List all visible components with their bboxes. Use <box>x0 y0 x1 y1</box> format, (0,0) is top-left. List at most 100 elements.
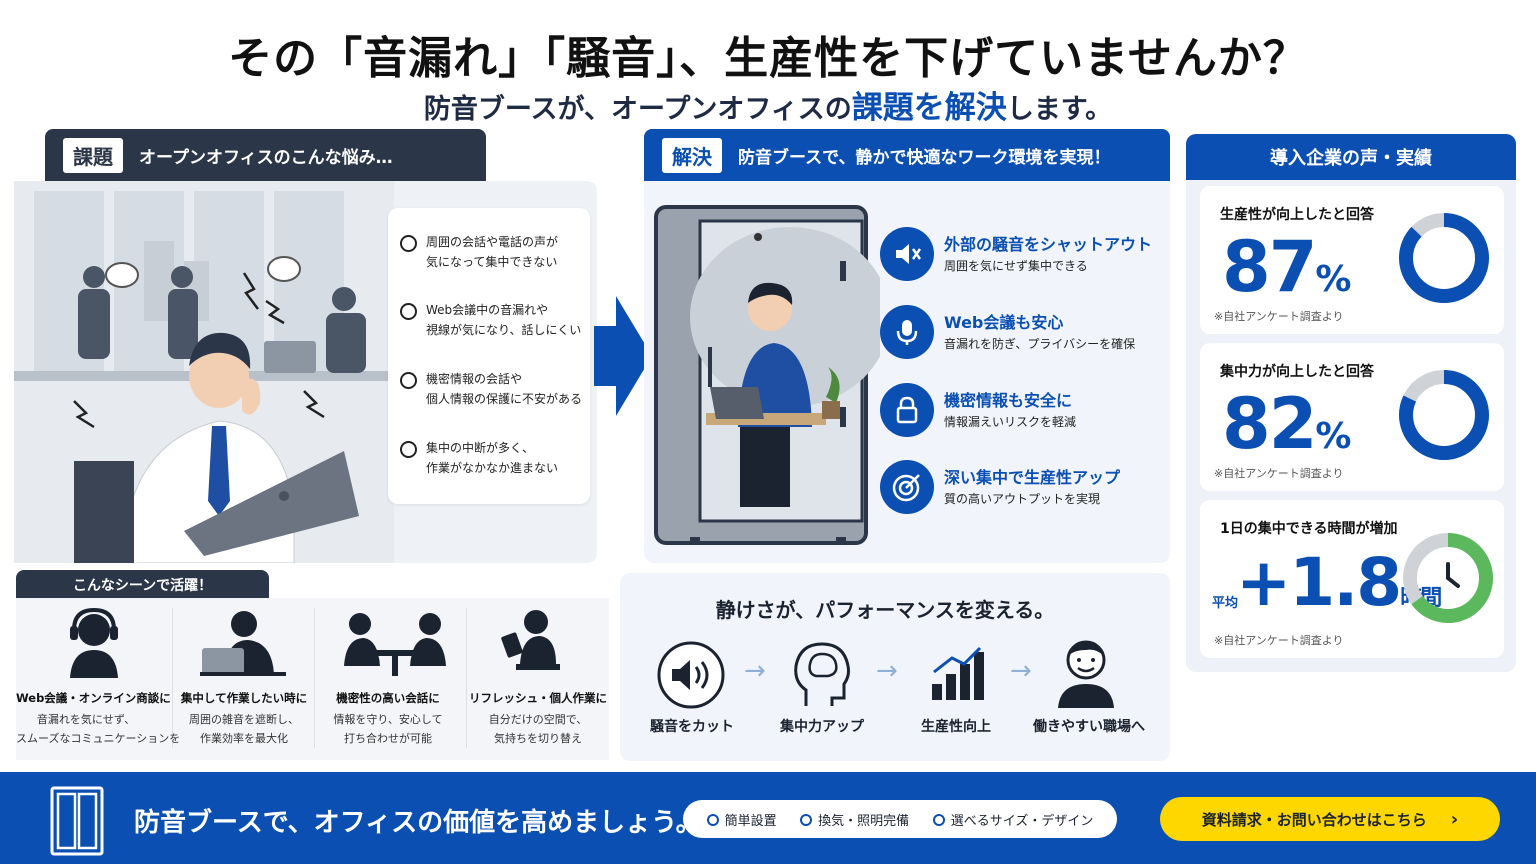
main-headline: その「音漏れ」「騒音」、生産性を下げていませんか？ <box>228 33 1308 84</box>
scene-desc: 周囲の雑音を遮断し、作業効率を最大化 <box>174 710 314 748</box>
issue-line: 気になって集中できない <box>426 255 558 269</box>
scene-desc-line: 周囲の雑音を遮断し、 <box>189 713 299 726</box>
scene-item: Web会議・オンライン商談に 音漏れを気にせず、スムーズなコミュニケーションを <box>16 690 180 748</box>
stat-number: 82 <box>1222 383 1317 465</box>
stat-note: ※自社アンケート調査より <box>1214 310 1344 323</box>
stat-value: 82% <box>1222 383 1352 465</box>
feature-item: 簡単設置 <box>706 810 777 829</box>
stat-prefix: 平均 <box>1212 596 1239 611</box>
scene-item: 機密性の高い会話に 情報を守り、安心して打ち合わせが可能 <box>318 690 458 748</box>
stat-label: 集中力が向上したと回答 <box>1220 364 1374 380</box>
flow-step-label: 騒音をカット <box>650 719 734 735</box>
stat-value: 87% <box>1222 226 1352 308</box>
clock-ring <box>1403 533 1493 623</box>
sub-headline-highlight: 課題を解決 <box>851 90 1007 126</box>
circle-bullet-icon <box>400 303 417 320</box>
soundproof-booth-illustration <box>654 205 880 545</box>
solution-item-title: 深い集中で生産性アップ <box>944 468 1121 487</box>
feature-label: 選べるサイズ・デザイン <box>950 813 1094 829</box>
sub-headline-prefix: 防音ブースが、オープンオフィスの <box>423 94 852 125</box>
stat-number: 87 <box>1222 226 1317 308</box>
feature-label: 簡単設置 <box>724 813 777 829</box>
circle-bullet-icon <box>400 372 417 389</box>
stat-value: +1.8時間 <box>1236 544 1442 621</box>
issue-line: 集中の中断が多く、 <box>426 441 535 455</box>
flow-step-label: 集中力アップ <box>780 719 864 735</box>
flow-arrow-icon: → <box>876 656 898 686</box>
feature-label: 換気・照明完備 <box>818 813 910 829</box>
footer-title: 防音ブースで、オフィスの価値を高めましょう。 <box>134 808 702 838</box>
stat-unit: % <box>1315 259 1351 300</box>
contact-cta-button[interactable]: 資料請求・お問い合わせはこちら › <box>1160 797 1500 841</box>
issue-line: 周囲の会話や電話の声が <box>426 235 559 249</box>
donut-ring <box>1399 370 1489 460</box>
scene-title: 集中して作業したい時に <box>180 691 308 705</box>
issue-item: Web会議中の音漏れや 視線が気になり、話しにくい <box>400 300 586 340</box>
scene-title: Web会議・オンライン商談に <box>16 691 171 705</box>
issue-line: 個人情報の保護に不安がある <box>426 392 583 406</box>
right-arrow-icon <box>594 296 652 416</box>
circle-bullet-icon <box>706 813 719 826</box>
results-title: 導入企業の声・実績 <box>1186 134 1516 180</box>
stat-unit: % <box>1315 416 1351 457</box>
bar-growth-icon <box>932 646 984 700</box>
scene-desc-line: 自分だけの空間で、 <box>488 713 588 726</box>
scene-title: 機密性の高い会話に <box>336 691 440 705</box>
stat-note: ※自社アンケート調査より <box>1214 634 1344 647</box>
scene-desc-line: 情報を守り、安心して <box>333 713 443 726</box>
feature-item: 換気・照明完備 <box>800 810 909 829</box>
solution-item-desc: 質の高いアウトプットを実現 <box>944 492 1101 506</box>
ring-fill <box>1403 533 1493 623</box>
stat-label: 1日の集中できる時間が増加 <box>1220 521 1398 537</box>
stressed-worker-illustration <box>14 181 394 563</box>
issue-line: 作業がなかなか進まない <box>426 461 559 475</box>
headset-person-icon <box>70 607 118 678</box>
flow-step-label: 生産性向上 <box>921 719 991 735</box>
flow-arrow-icon: → <box>744 656 766 686</box>
circle-bullet-icon <box>400 441 417 458</box>
scene-item: 集中して作業したい時に 周囲の雑音を遮断し、作業効率を最大化 <box>174 690 314 748</box>
lock-icon <box>880 383 934 437</box>
feature-item: 選べるサイズ・デザイン <box>932 810 1094 829</box>
flow-arrow-icon: → <box>1010 656 1032 686</box>
solution-item-title: 機密情報も安全に <box>944 391 1073 410</box>
ring-fill <box>1399 213 1489 303</box>
clock-icon <box>1446 562 1460 588</box>
solution-item-desc: 情報漏えいリスクを軽減 <box>944 415 1077 429</box>
stat-note: ※自社アンケート調査より <box>1214 467 1344 480</box>
footer-banner: 防音ブースで、オフィスの価値を高めましょう。 簡単設置 換気・照明完備 選べるサ… <box>0 772 1536 864</box>
stat-card: 1日の集中できる時間が増加 平均 +1.8時間 ※自社アンケート調査より <box>1200 500 1504 658</box>
meeting-people-icon <box>344 613 446 676</box>
sub-headline-suffix: します。 <box>1006 94 1113 125</box>
flow-step-label: 働きやすい職場へ <box>1033 719 1145 735</box>
scene-desc-line: 気持ちを切り替え <box>494 732 582 745</box>
scenes-title: こんなシーンで活躍！ <box>16 570 269 600</box>
issue-line: 機密情報の会話や <box>426 372 523 386</box>
solution-tab: 解決 防音ブースで、静かで快適なワーク環境を実現！ <box>644 129 1170 181</box>
feature-pill: 簡単設置 換気・照明完備 選べるサイズ・デザイン <box>683 800 1117 838</box>
stat-card: 集中力が向上したと回答 82% ※自社アンケート調査より <box>1200 343 1504 491</box>
chevron-right-icon: › <box>1450 808 1459 830</box>
stat-label: 生産性が向上したと回答 <box>1220 207 1374 223</box>
solution-item-desc: 音漏れを防ぎ、プライバシーを確保 <box>944 337 1136 351</box>
scene-desc: 音漏れを気にせず、スムーズなコミュニケーションを <box>16 710 180 748</box>
scene-desc: 情報を守り、安心して打ち合わせが可能 <box>318 710 458 748</box>
issues-badge: 課題 <box>63 137 123 173</box>
circle-bullet-icon <box>400 235 417 252</box>
issue-line: Web会議中の音漏れや <box>426 303 549 317</box>
speaker-mute-icon <box>880 227 934 281</box>
circle-bullet-icon <box>932 813 945 826</box>
scene-desc-line: 音漏れを気にせず、 <box>36 713 136 726</box>
solution-item-desc: 周囲を気にせず集中できる <box>944 259 1088 273</box>
solution-title: 防音ブースで、静かで快適なワーク環境を実現！ <box>738 147 1111 168</box>
issue-item: 周囲の会話や電話の声が 気になって集中できない <box>400 232 586 272</box>
stat-card: 生産性が向上したと回答 87% ※自社アンケート調査より <box>1200 186 1504 334</box>
sub-headline: 防音ブースが、オープンオフィスの課題を解決します。 <box>0 82 1536 127</box>
issues-title: オープンオフィスのこんな悩み… <box>139 147 393 168</box>
solution-item-title: 外部の騒音をシャットアウト <box>944 235 1153 254</box>
issue-item: 集中の中断が多く、 作業がなかなか進まない <box>400 438 586 478</box>
flow-title: 静けさが、パフォーマンスを変える。 <box>715 598 1055 622</box>
stat-number: +1.8 <box>1236 544 1402 621</box>
solution-badge: 解決 <box>662 137 722 173</box>
solution-item-title: Web会議も安心 <box>944 313 1064 332</box>
